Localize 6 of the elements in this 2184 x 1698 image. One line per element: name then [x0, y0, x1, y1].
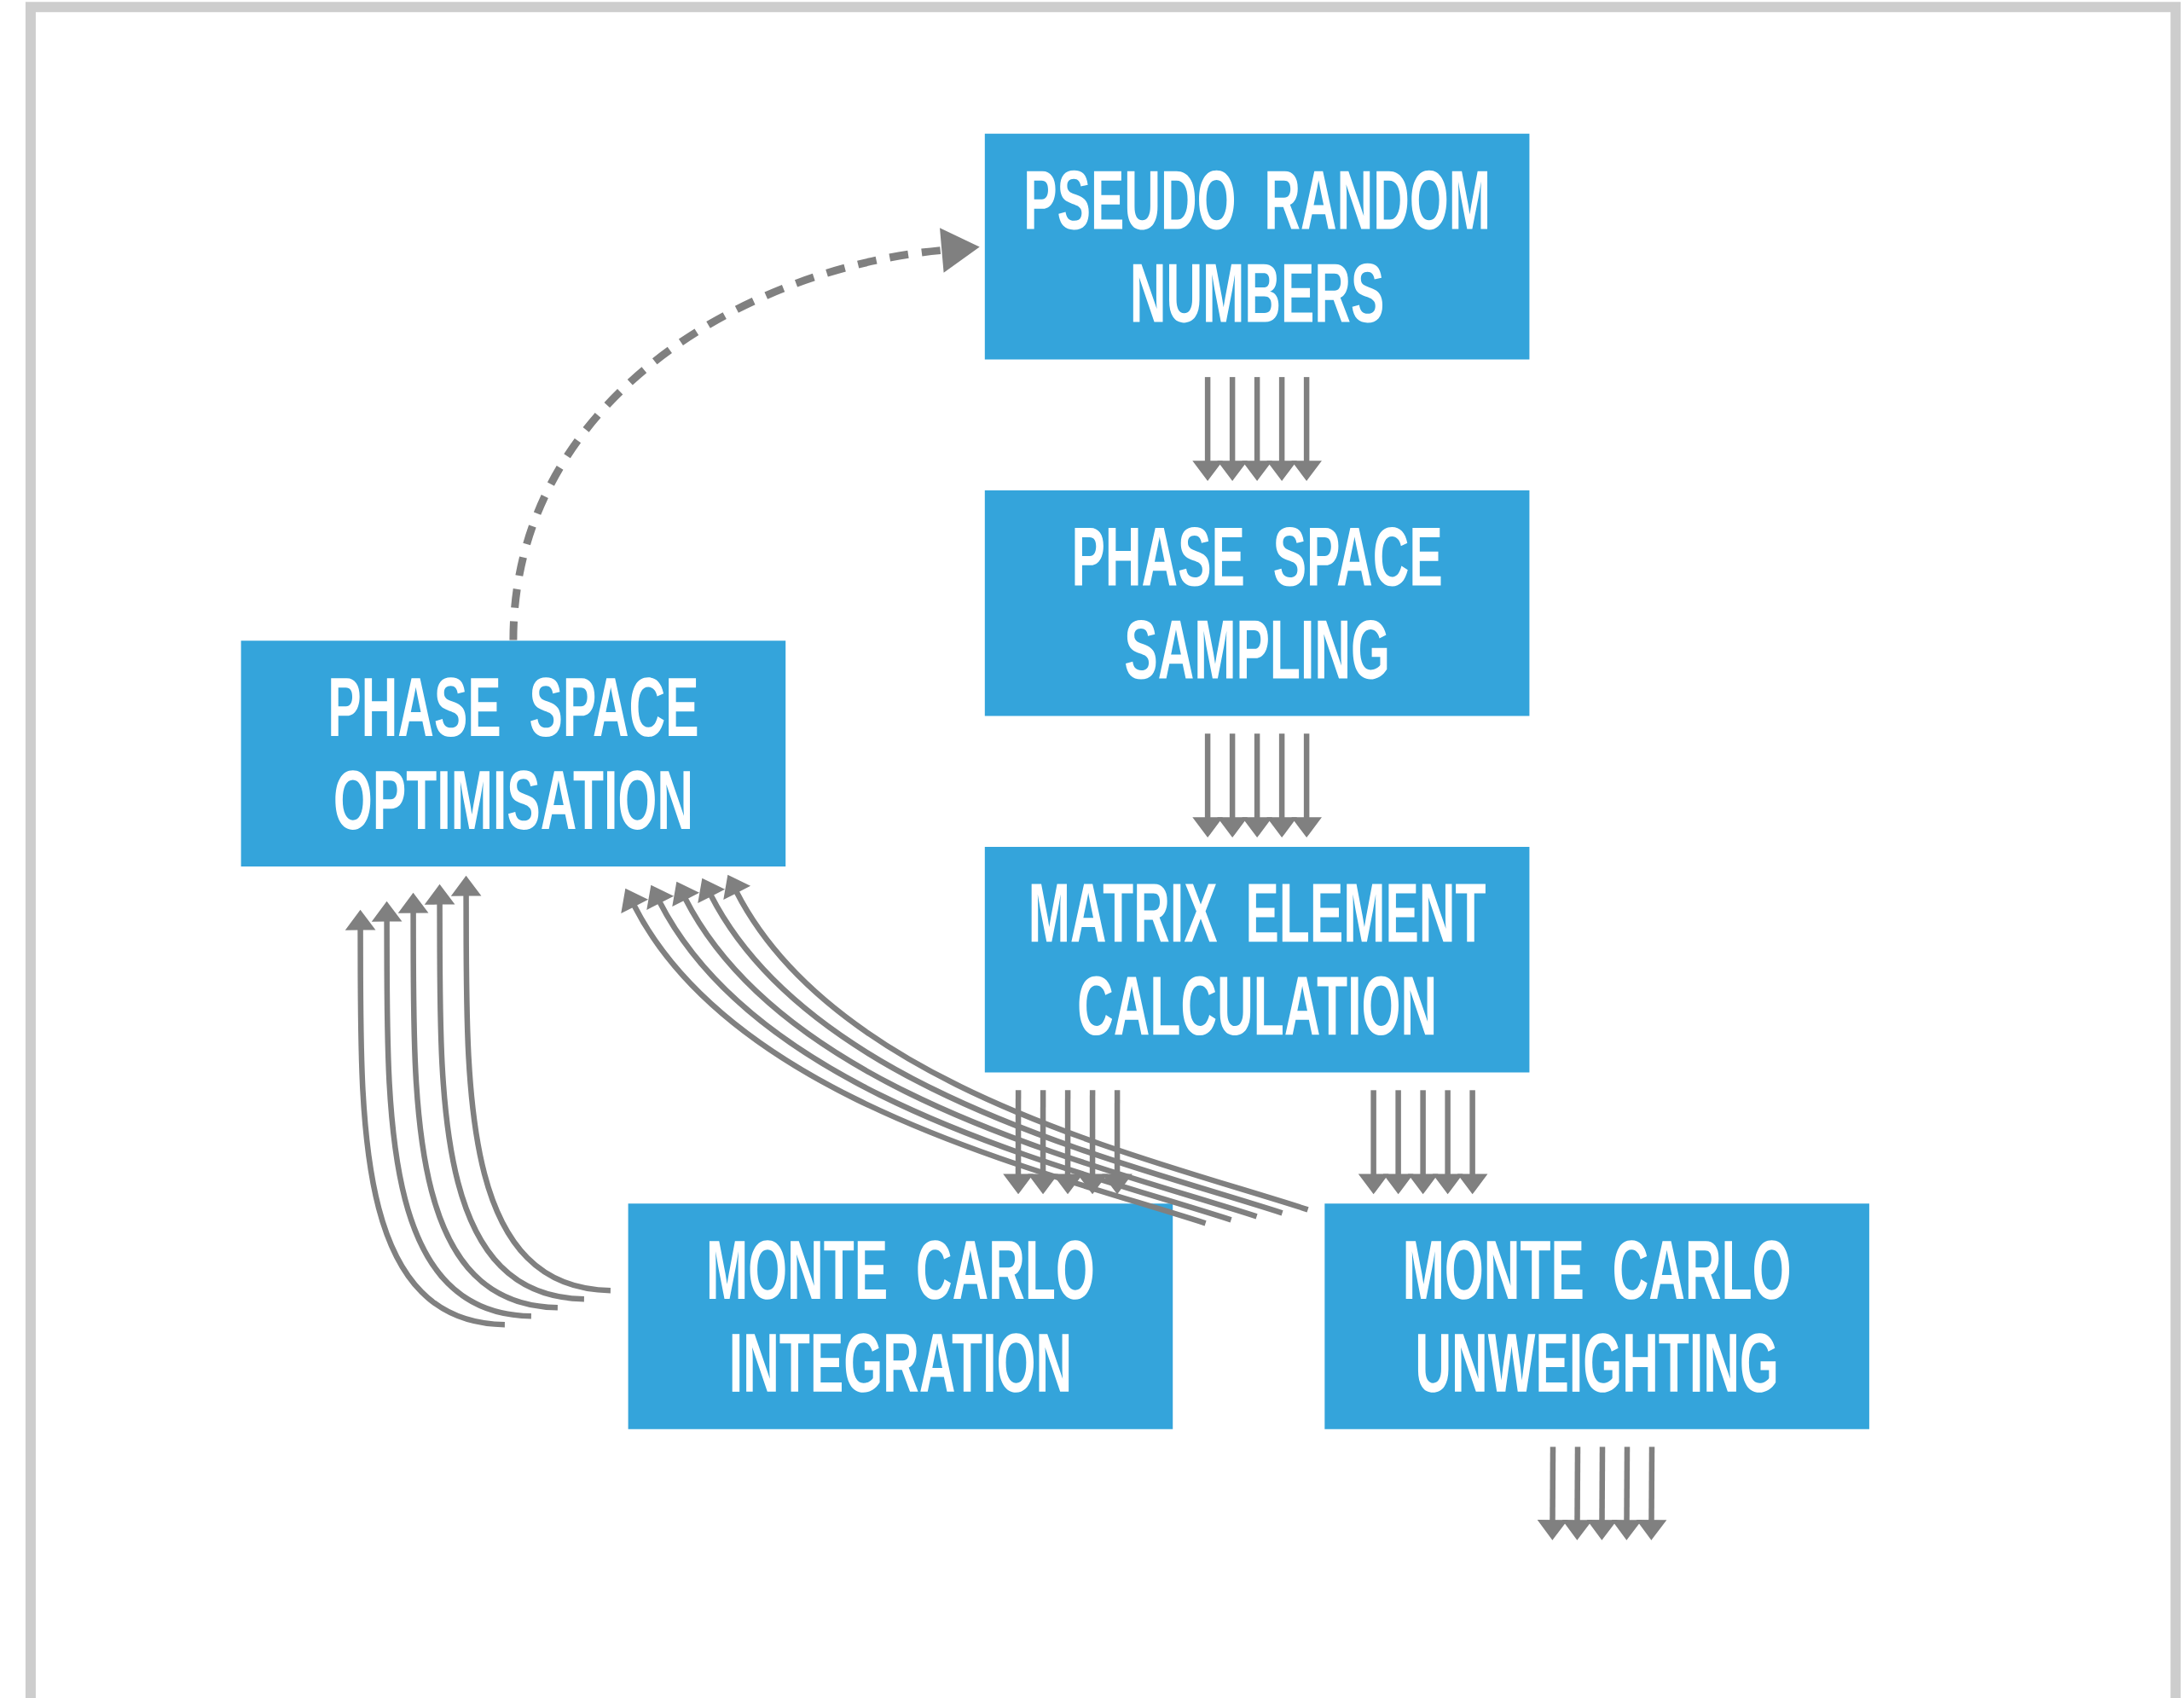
process-box: MATRIX ELEMENT CALCULATION — [984, 847, 1530, 1073]
process-box: PSEUDO RANDOM NUMBERS — [984, 133, 1530, 360]
process-box: MONTE CARLO INTEGRATION — [628, 1203, 1173, 1429]
process-box: PHASE SPACE OPTIMISATION — [240, 640, 786, 866]
process-box: PHASE SPACE SAMPLING — [984, 490, 1530, 716]
process-box: MONTE CARLO UNWEIGHTING — [1324, 1203, 1869, 1429]
